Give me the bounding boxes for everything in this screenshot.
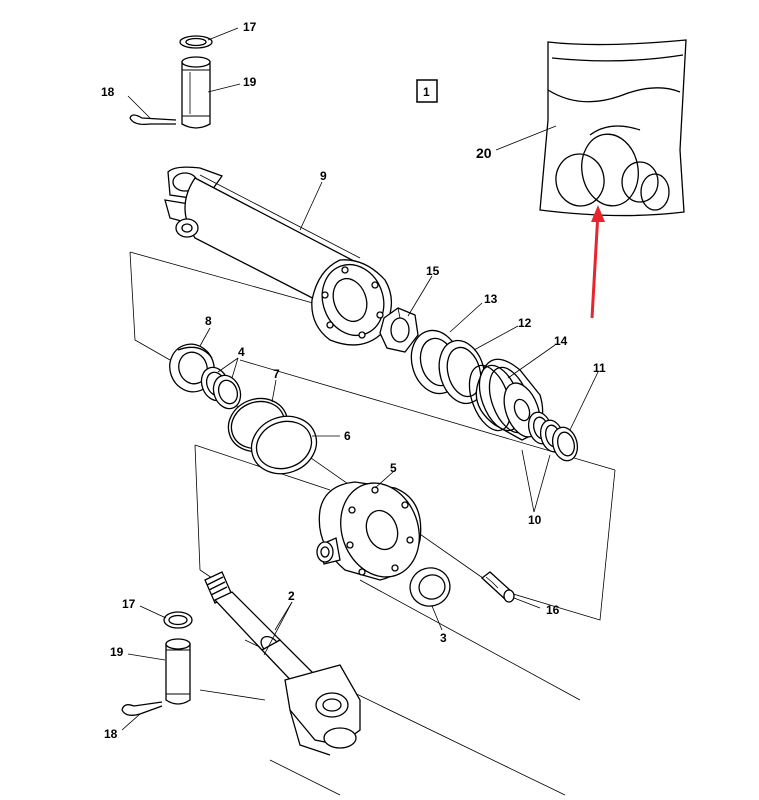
piston-seal-ring xyxy=(438,339,486,405)
pin-bottom xyxy=(165,638,191,705)
backup-ring-large xyxy=(250,415,318,475)
leader-lines xyxy=(121,27,599,731)
callout-6: 6 xyxy=(344,429,351,443)
piston-nut xyxy=(379,307,419,353)
callout-4: 4 xyxy=(238,345,245,359)
callout-13: 13 xyxy=(484,292,498,306)
callout-18-top: 18 xyxy=(101,85,115,99)
indicator-arrow xyxy=(590,205,605,319)
cotter-pin-top xyxy=(129,114,177,126)
callout-18-bottom: 18 xyxy=(104,727,118,741)
callout-7: 7 xyxy=(273,367,280,381)
cotter-pin-bottom xyxy=(121,701,163,716)
callout-16: 16 xyxy=(546,603,560,617)
callout-12: 12 xyxy=(518,316,532,330)
rod-seal-rings xyxy=(200,366,242,410)
callout-20: 20 xyxy=(476,145,492,161)
callout-17-top: 17 xyxy=(243,20,257,34)
cylinder-barrel xyxy=(164,166,392,346)
seal-rings-right xyxy=(527,411,579,462)
callout-11: 11 xyxy=(593,361,606,375)
figure-number: 1 xyxy=(423,85,430,99)
figure-number-box xyxy=(416,79,438,103)
callout-2: 2 xyxy=(288,589,295,603)
seal-kit-bag xyxy=(539,39,687,217)
piston-rod xyxy=(204,571,361,756)
exploded-view-frame xyxy=(129,251,616,796)
callout-8: 8 xyxy=(205,314,212,328)
callout-19-bottom: 19 xyxy=(110,645,124,659)
callout-5: 5 xyxy=(390,461,397,475)
bushing xyxy=(409,567,451,607)
snap-ring-bottom xyxy=(163,611,193,629)
set-screw xyxy=(480,571,515,603)
callout-3: 3 xyxy=(440,631,447,645)
callout-9: 9 xyxy=(320,169,327,183)
callout-15: 15 xyxy=(426,264,440,278)
callout-17-bottom: 17 xyxy=(122,597,136,611)
callout-labels: 17 19 18 9 15 13 12 14 11 8 4 7 6 5 10 3… xyxy=(101,20,606,741)
pin-top xyxy=(181,56,211,129)
cylinder-head-gland xyxy=(316,481,422,581)
snap-ring-top xyxy=(179,35,213,49)
callout-19-top: 19 xyxy=(243,75,257,89)
callout-10: 10 xyxy=(528,513,542,527)
callout-14: 14 xyxy=(554,334,568,348)
